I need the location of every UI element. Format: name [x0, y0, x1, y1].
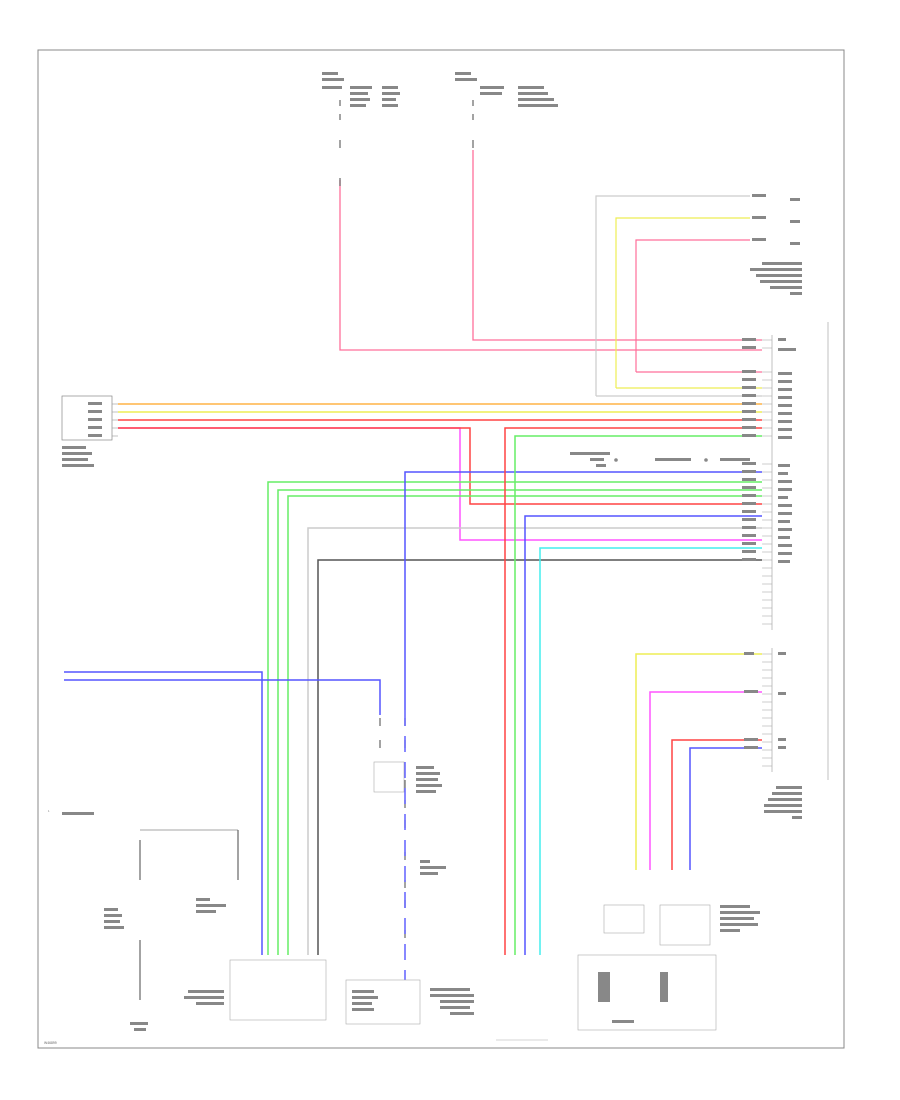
wire-green-3	[287, 495, 762, 955]
wire-red-vert	[504, 427, 762, 955]
vertical-harness	[267, 427, 762, 955]
right-label-blocks	[742, 194, 802, 819]
wire-pink-fuse-right	[472, 150, 762, 341]
wire-blue-vert	[404, 471, 762, 710]
pin-stubs	[762, 339, 772, 767]
wire-cyan-vert	[539, 547, 762, 955]
wire-pink-fuse-left	[339, 180, 762, 351]
top-fuse-wires	[339, 150, 762, 351]
lower-module	[345, 979, 548, 1041]
lower-left-blue-wires	[64, 671, 381, 955]
top-fuse-dashes	[339, 100, 474, 186]
wire-green-vert	[514, 435, 762, 955]
wire-dark	[317, 559, 762, 955]
left-connector	[61, 395, 118, 467]
mid-relay	[373, 710, 446, 980]
diagram-frame	[37, 49, 845, 1049]
top-left-pin: 1	[48, 809, 50, 813]
figure-code: W46899	[44, 1041, 57, 1045]
wire-green-2	[277, 489, 762, 955]
wire-red-2	[118, 427, 762, 505]
wire-green-1	[267, 481, 762, 955]
top-label-blocks	[322, 72, 558, 107]
wire-gray-1	[307, 527, 762, 955]
lower-left-ground	[62, 812, 327, 1031]
upper-right-connector-wires	[595, 195, 762, 397]
lower-right-module-wires	[635, 653, 762, 870]
wire-magenta-top	[118, 427, 762, 541]
wire-blue-vert-2	[524, 515, 762, 955]
lower-right-control-module	[577, 904, 760, 1031]
left-harness-wires	[118, 403, 762, 541]
connector-note	[570, 452, 750, 467]
